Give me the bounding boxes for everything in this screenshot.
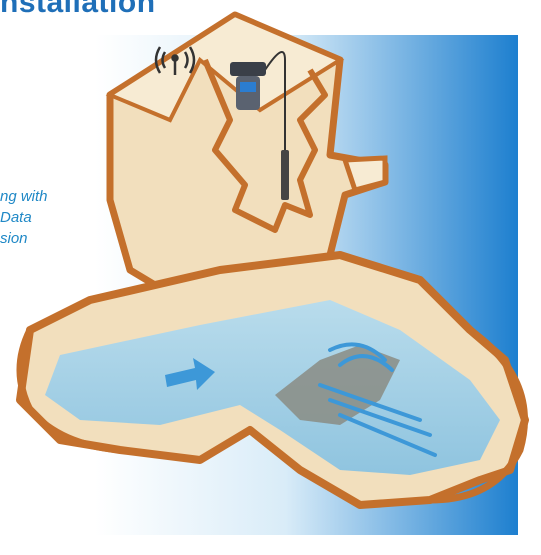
sensor-probe: [281, 150, 289, 200]
shaft-ledge: [345, 158, 385, 190]
